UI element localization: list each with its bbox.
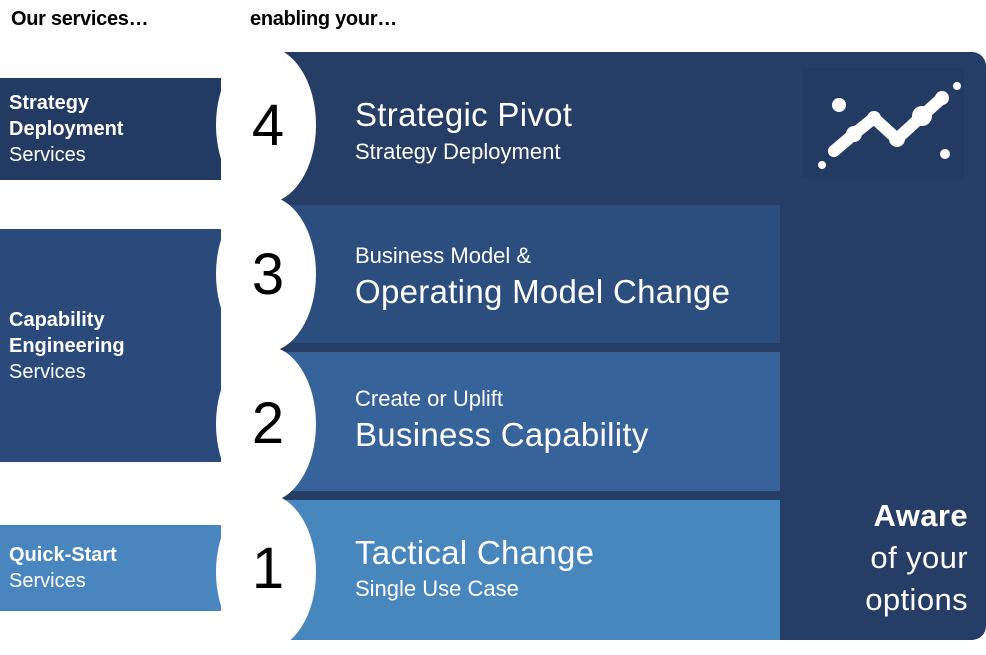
- service-capability-engineering: Capability Engineering Services: [0, 229, 221, 462]
- service-quick-start-label: Services: [9, 570, 86, 592]
- level-4-number: 4: [251, 93, 285, 158]
- service-strategy-deployment-label: Services: [9, 144, 86, 166]
- level-4-title: Strategic Pivot: [355, 96, 573, 133]
- aware-line-1: Aware: [873, 498, 968, 533]
- service-quick-start: Quick-Start Services: [0, 525, 221, 611]
- level-2-subtitle: Create or Uplift: [355, 386, 503, 411]
- brand-logo-icon: [802, 68, 964, 178]
- level-2-arch: [216, 346, 316, 502]
- level-3-title: Operating Model Change: [355, 273, 731, 310]
- level-3-subtitle: Business Model &: [355, 243, 532, 268]
- level-4-subtitle: Strategy Deployment: [355, 139, 561, 164]
- service-quick-start-title: Quick-Start: [9, 544, 117, 566]
- level-3-number: 3: [251, 242, 285, 307]
- header-our-services: Our services…: [11, 8, 149, 30]
- service-capability-engineering-label: Services: [9, 360, 86, 383]
- level-1-subtitle: Single Use Case: [355, 576, 519, 601]
- aware-line-2: of your: [870, 540, 968, 575]
- service-capability-engineering-title: Capability Engineering: [9, 308, 125, 357]
- header-enabling-your: enabling your…: [250, 8, 397, 30]
- level-3-arch: [216, 196, 316, 352]
- level-1-arch: [216, 494, 316, 650]
- level-2-number: 2: [251, 391, 285, 456]
- level-2-band: [280, 352, 780, 491]
- aware-statement: Aware of your options: [865, 495, 968, 621]
- service-strategy-deployment: Strategy Deployment Services: [0, 78, 221, 180]
- level-4-arch: [216, 47, 316, 203]
- service-strategy-deployment-title: Strategy Deployment: [9, 92, 124, 140]
- level-1-title: Tactical Change: [355, 534, 595, 571]
- level-1-band: [280, 500, 780, 640]
- aware-line-3: options: [865, 582, 968, 617]
- level-1-number: 1: [251, 536, 285, 601]
- level-2-title: Business Capability: [355, 416, 649, 453]
- level-3-band: [280, 205, 780, 343]
